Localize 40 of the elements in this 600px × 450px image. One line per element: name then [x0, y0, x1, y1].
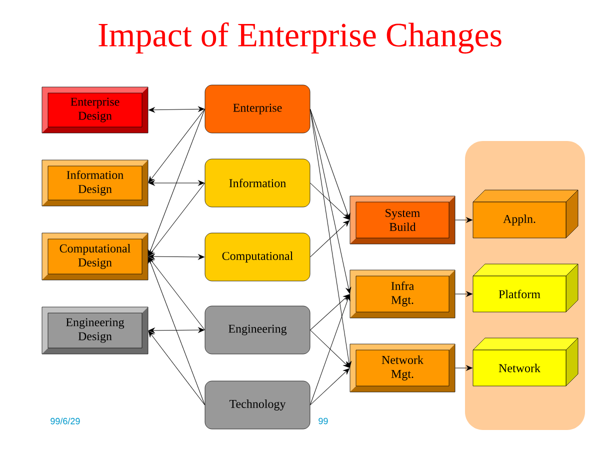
cube-box: Platform	[472, 264, 578, 312]
beveled-box: Information Design	[42, 160, 148, 206]
arrow	[148, 327, 204, 334]
arrow	[454, 217, 472, 223]
rounded-box: Technology	[204, 380, 310, 430]
rounded-box: Computational	[204, 232, 310, 282]
arrow	[148, 180, 204, 186]
beveled-box: System Build	[350, 196, 456, 244]
arrow	[148, 182, 206, 256]
beveled-box: Computational Design	[42, 232, 148, 280]
arrow	[310, 294, 350, 406]
footer-text: 99	[318, 418, 328, 424]
title: Impact of Enterprise Changes	[98, 22, 502, 54]
arrow	[148, 106, 204, 113]
rounded-box: Information	[204, 158, 310, 208]
arrow	[310, 368, 350, 406]
arrow	[310, 294, 350, 330]
arrow	[148, 256, 206, 330]
arrow	[454, 291, 472, 297]
arrow	[310, 220, 350, 258]
arrow	[148, 256, 206, 406]
arrow	[148, 108, 206, 256]
cube-box: Appln.	[472, 190, 578, 238]
cube-box: Network	[472, 338, 578, 386]
arrow	[148, 330, 206, 406]
arrow	[310, 330, 350, 368]
beveled-box: Engineering Design	[42, 306, 148, 354]
arrow	[310, 182, 350, 220]
arrow	[148, 108, 206, 183]
arrow	[454, 365, 472, 371]
arrow	[310, 108, 352, 368]
rounded-box: Engineering	[204, 306, 310, 354]
beveled-box: Infra Mgt.	[350, 270, 456, 318]
beveled-box: Enterprise Design	[42, 86, 148, 134]
beveled-box: Network Mgt.	[350, 344, 456, 392]
arrow	[310, 108, 350, 220]
arrow	[310, 108, 352, 294]
rounded-box: Enterprise	[204, 84, 310, 134]
footer-text: 99/6/29	[50, 418, 80, 424]
arrow	[148, 254, 204, 260]
